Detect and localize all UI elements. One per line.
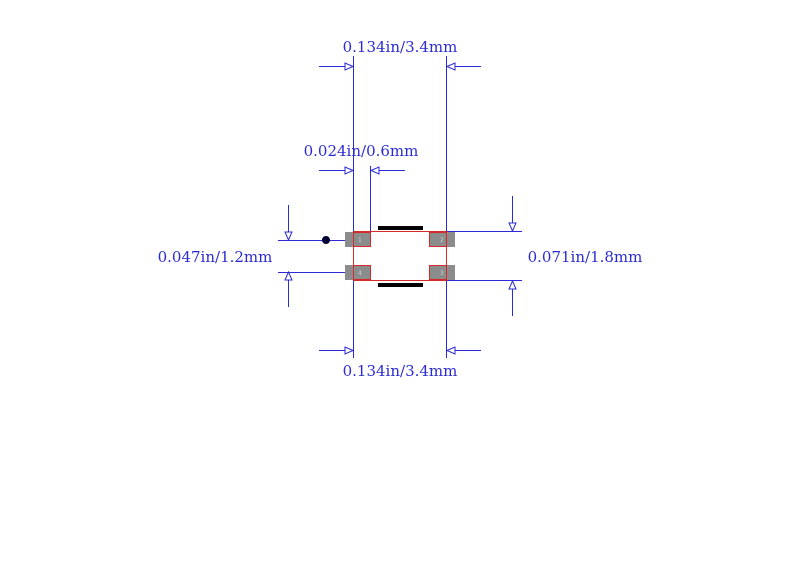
dimension-lines (278, 56, 522, 358)
silkscreen-bottom (378, 283, 423, 287)
pad-number: 3 (440, 270, 444, 277)
pad-number: 4 (358, 270, 362, 277)
dim-top-width: 0.134in/3.4mm (343, 38, 458, 56)
pad-1: 1 (345, 232, 371, 247)
pad-4: 4 (345, 265, 371, 280)
dim-right-height: 0.071in/1.8mm (528, 248, 643, 266)
pad-2: 2 (429, 232, 455, 247)
silkscreen-top (378, 226, 423, 230)
dim-pad-width: 0.024in/0.6mm (304, 142, 419, 160)
pin1-marker-icon (322, 236, 330, 244)
dim-bottom-width: 0.134in/3.4mm (343, 362, 458, 380)
pad-3: 3 (429, 265, 455, 280)
dimension-labels: 0.134in/3.4mm 0.024in/0.6mm 0.047in/1.2m… (158, 38, 643, 380)
pad-number: 1 (358, 237, 362, 244)
pad-number: 2 (440, 237, 444, 244)
body-outline (353, 231, 447, 281)
dim-left-height: 0.047in/1.2mm (158, 248, 273, 266)
pads: 1 2 3 4 (345, 232, 455, 280)
